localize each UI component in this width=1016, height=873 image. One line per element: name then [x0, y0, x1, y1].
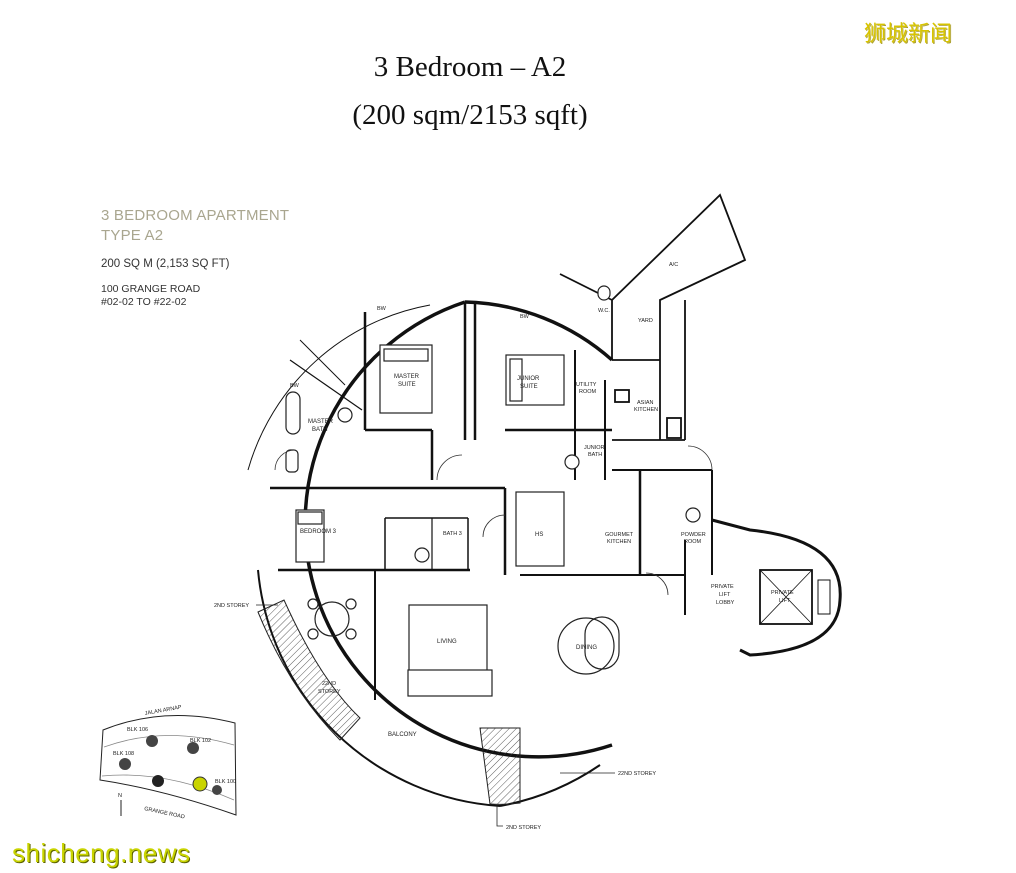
- label-asian-kitchen-1: ASIAN: [637, 400, 654, 406]
- label-gourmet-kitchen-2: KITCHEN: [607, 539, 631, 545]
- label-ac: A/C: [669, 262, 678, 268]
- label-bath3: BATH 3: [443, 531, 462, 537]
- label-gourmet-kitchen-1: GOURMET: [605, 532, 634, 538]
- label-utility-room-1: UTILITY: [576, 382, 597, 388]
- watermark-top-right: 狮城新闻: [864, 21, 953, 46]
- watermark-bottom-left: shicheng.news: [12, 838, 191, 868]
- label-wc: W.C.: [598, 308, 610, 314]
- label-private-lift-lobby-2: LIFT: [719, 592, 731, 598]
- label-balcony: BALCONY: [388, 732, 417, 738]
- label-private-lift-1: PRIVATE: [771, 590, 794, 596]
- site-blk100: BLK 100: [215, 779, 236, 785]
- label-yard: YARD: [638, 318, 653, 324]
- apartment-size: 200 SQ M (2,153 SQ FT): [101, 258, 230, 270]
- private-lift-wing: [711, 518, 842, 657]
- label-living: LIVING: [437, 639, 457, 645]
- apartment-name: 3 BEDROOM APARTMENT: [101, 207, 290, 224]
- annotation-22nd-storey-left-2: STOREY: [318, 689, 341, 695]
- label-private-lift-lobby-1: PRIVATE: [711, 584, 734, 590]
- label-junior-bath-1: JUNIOR: [584, 445, 605, 451]
- label-utility-room-2: ROOM: [579, 389, 597, 395]
- apartment-type: TYPE A2: [101, 227, 164, 244]
- page-title-line2: (200 sqm/2153 sqft): [352, 99, 588, 131]
- apartment-address-line1: 100 GRANGE ROAD: [101, 283, 201, 295]
- service-wing: [559, 193, 747, 441]
- label-master-bath-2: BATH: [312, 427, 328, 433]
- door-swings: [274, 445, 713, 596]
- label-master-suite-1: MASTER: [394, 374, 420, 380]
- label-hs: HS: [535, 532, 543, 538]
- annotation-22nd-storey-right: 22ND STOREY: [618, 771, 656, 777]
- label-master-suite-2: SUITE: [398, 382, 416, 388]
- page-title-line1: 3 Bedroom – A2: [373, 51, 567, 83]
- annotation-22nd-storey-left-1: 22ND: [322, 681, 336, 687]
- label-private-lift-lobby-3: LOBBY: [716, 600, 735, 606]
- label-junior-suite-2: SUITE: [520, 384, 538, 390]
- north-arrow-label: N: [118, 793, 122, 799]
- balcony-planter-right: [479, 727, 521, 805]
- apartment-address-line2: #02-02 TO #22-02: [101, 296, 187, 308]
- label-dining: DINING: [576, 645, 597, 651]
- label-master-bath-1: MASTER: [308, 419, 334, 425]
- annotation-2nd-storey-left: 2ND STOREY: [214, 603, 249, 609]
- leader-line: [496, 805, 503, 827]
- label-asian-kitchen-2: KITCHEN: [634, 407, 658, 413]
- annotation-2nd-storey-bottom: 2ND STOREY: [506, 825, 541, 831]
- site-blk102: BLK 102: [190, 738, 211, 744]
- site-plan-key: [99, 714, 237, 816]
- label-bw-left: BW: [290, 383, 300, 389]
- label-powder-room-1: POWDER: [681, 532, 706, 538]
- label-junior-suite-1: JUNIOR: [517, 376, 540, 382]
- site-blk106: BLK 106: [127, 727, 148, 733]
- tables: [307, 598, 615, 675]
- label-powder-room-2: ROOM: [684, 539, 702, 545]
- site-road-bottom: GRANGE ROAD: [144, 806, 186, 820]
- label-bedroom3: BEDROOM 3: [300, 529, 337, 535]
- balcony-planter-left: [257, 599, 361, 741]
- label-private-lift-2: LIFT: [779, 598, 791, 604]
- label-bw-top-left: BW: [377, 306, 387, 312]
- label-junior-bath-2: BATH: [588, 452, 602, 458]
- label-bw-top-right: BW: [520, 314, 530, 320]
- interior-walls: [270, 302, 713, 700]
- furniture: [285, 285, 701, 697]
- site-blk108: BLK 108: [113, 751, 134, 757]
